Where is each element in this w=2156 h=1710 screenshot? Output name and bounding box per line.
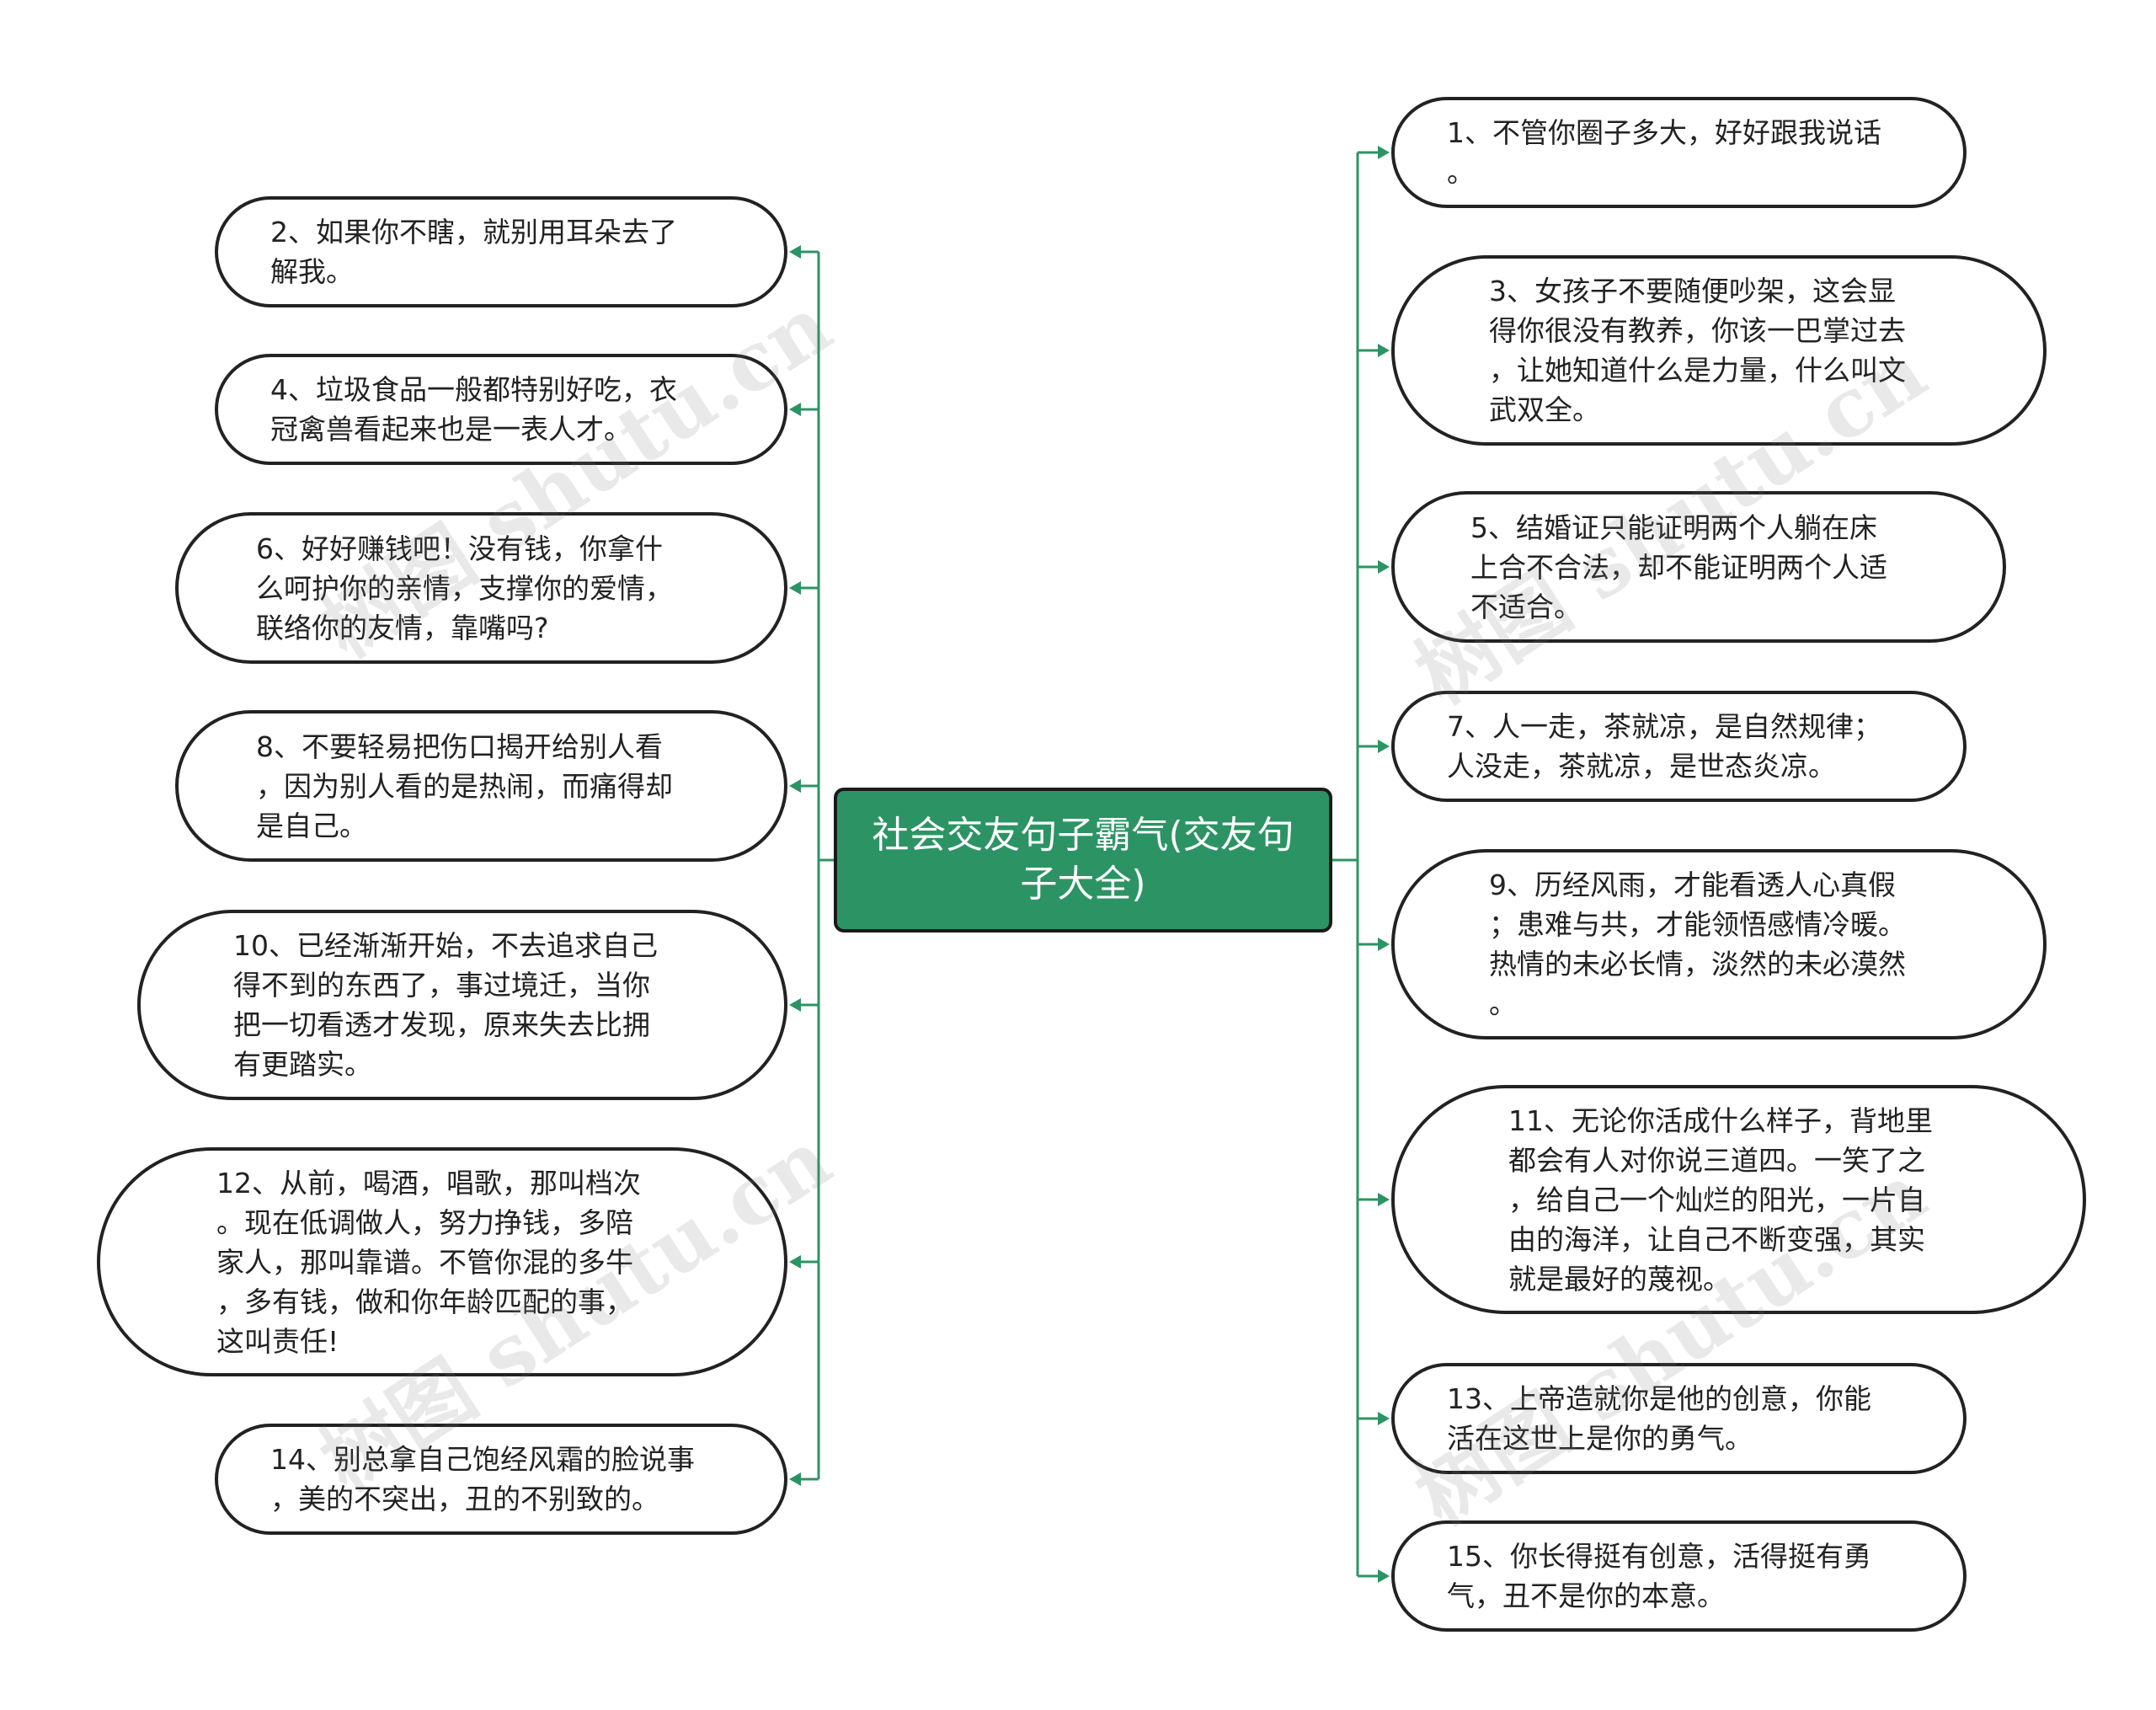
left-branch-node[interactable]: 6、好好赚钱吧！没有钱，你拿什 么呵护你的亲情，支撑你的爱情， 联络你的友情，靠… [175,512,787,664]
right-branch-node[interactable]: 7、人一走，茶就凉，是自然规律； 人没走，茶就凉，是世态炎凉。 [1391,691,1967,802]
left-branch-arrow [789,403,801,416]
left-branch-node[interactable]: 10、已经渐渐开始，不去追求自己 得不到的东西了，事过境迁，当你 把一切看透才发… [137,910,787,1100]
branch-node-text: 13、上帝造就你是他的创意，你能 活在这世上是你的勇气。 [1447,1382,1871,1455]
right-branch-node[interactable]: 3、女孩子不要随便吵架，这会显 得你很没有教养，你该一巴掌过去 ，让她知道什么是… [1391,255,2047,446]
branch-node-text: 14、别总拿自己饱经风霜的脸说事 ，美的不突出，丑的不别致的。 [270,1443,695,1515]
central-topic[interactable]: 社会交友句子霸气(交友句子大全) [834,788,1332,932]
branch-node-text: 5、结婚证只能证明两个人躺在床 上合不合法，却不能证明两个人适 不适合。 [1470,510,1887,623]
left-branch-node[interactable]: 4、垃圾食品一般都特别好吃，衣 冠禽兽看起来也是一表人才。 [215,354,787,465]
right-branch-node[interactable]: 15、你长得挺有创意，活得挺有勇 气，丑不是你的本意。 [1391,1520,1967,1632]
left-branch-arrow [789,1255,801,1269]
left-branch-arrow [789,581,801,595]
right-branch-arrow [1378,146,1390,159]
left-branch-arrow [789,245,801,259]
branch-node-text: 9、历经风雨，才能看透人心真假 ；患难与共，才能领悟感情冷暖。 热情的未必长情，… [1489,868,1906,1020]
right-branch-arrow [1378,938,1390,951]
right-branch-arrow [1378,1569,1390,1583]
branch-node-text: 12、从前，喝酒，唱歌，那叫档次 。现在低调做人，努力挣钱，多陪 家人，那叫靠谱… [216,1166,641,1358]
left-branch-node[interactable]: 8、不要轻易把伤口揭开给别人看 ，因为别人看的是热闹，而痛得却 是自己。 [175,710,787,862]
branch-node-text: 7、人一走，茶就凉，是自然规律； 人没走，茶就凉，是世态炎凉。 [1447,710,1881,783]
left-branch-arrow [789,779,801,793]
right-branch-node[interactable]: 5、结婚证只能证明两个人躺在床 上合不合法，却不能证明两个人适 不适合。 [1391,491,2006,643]
branch-node-text: 11、无论你活成什么样子，背地里 都会有人对你说三道四。一笑了之 ，给自己一个灿… [1508,1103,1933,1296]
right-branch-arrow [1378,344,1390,357]
central-topic-label: 社会交友句子霸气(交友句子大全) [872,814,1294,906]
right-branch-node[interactable]: 9、历经风雨，才能看透人心真假 ；患难与共，才能领悟感情冷暖。 热情的未必长情，… [1391,849,2047,1039]
branch-node-text: 3、女孩子不要随便吵架，这会显 得你很没有教养，你该一巴掌过去 ，让她知道什么是… [1489,275,1906,426]
branch-node-text: 8、不要轻易把伤口揭开给别人看 ，因为别人看的是热闹，而痛得却 是自己。 [256,729,673,842]
branch-node-text: 10、已经渐渐开始，不去追求自己 得不到的东西了，事过境迁，当你 把一切看透才发… [233,929,658,1081]
left-branch-arrow [789,1472,801,1486]
branch-node-text: 15、你长得挺有创意，活得挺有勇 气，丑不是你的本意。 [1447,1540,1871,1612]
right-branch-arrow [1378,1193,1390,1206]
right-branch-arrow [1378,1412,1390,1425]
branch-node-text: 2、如果你不瞎，就别用耳朵去了 解我。 [270,216,677,288]
branch-node-text: 6、好好赚钱吧！没有钱，你拿什 么呵护你的亲情，支撑你的爱情， 联络你的友情，靠… [256,532,673,644]
right-branch-node[interactable]: 13、上帝造就你是他的创意，你能 活在这世上是你的勇气。 [1391,1363,1967,1474]
right-branch-node[interactable]: 11、无论你活成什么样子，背地里 都会有人对你说三道四。一笑了之 ，给自己一个灿… [1391,1085,2086,1314]
right-branch-arrow [1378,740,1390,753]
left-branch-node[interactable]: 14、别总拿自己饱经风霜的脸说事 ，美的不突出，丑的不别致的。 [215,1424,787,1535]
branch-node-text: 1、不管你圈子多大，好好跟我说话 。 [1447,116,1881,189]
left-branch-node[interactable]: 2、如果你不瞎，就别用耳朵去了 解我。 [215,196,787,307]
branch-node-text: 4、垃圾食品一般都特别好吃，衣 冠禽兽看起来也是一表人才。 [270,373,677,446]
left-branch-arrow [789,998,801,1012]
left-branch-node[interactable]: 12、从前，喝酒，唱歌，那叫档次 。现在低调做人，努力挣钱，多陪 家人，那叫靠谱… [97,1147,787,1376]
right-branch-node[interactable]: 1、不管你圈子多大，好好跟我说话 。 [1391,97,1967,208]
right-branch-arrow [1378,560,1390,574]
